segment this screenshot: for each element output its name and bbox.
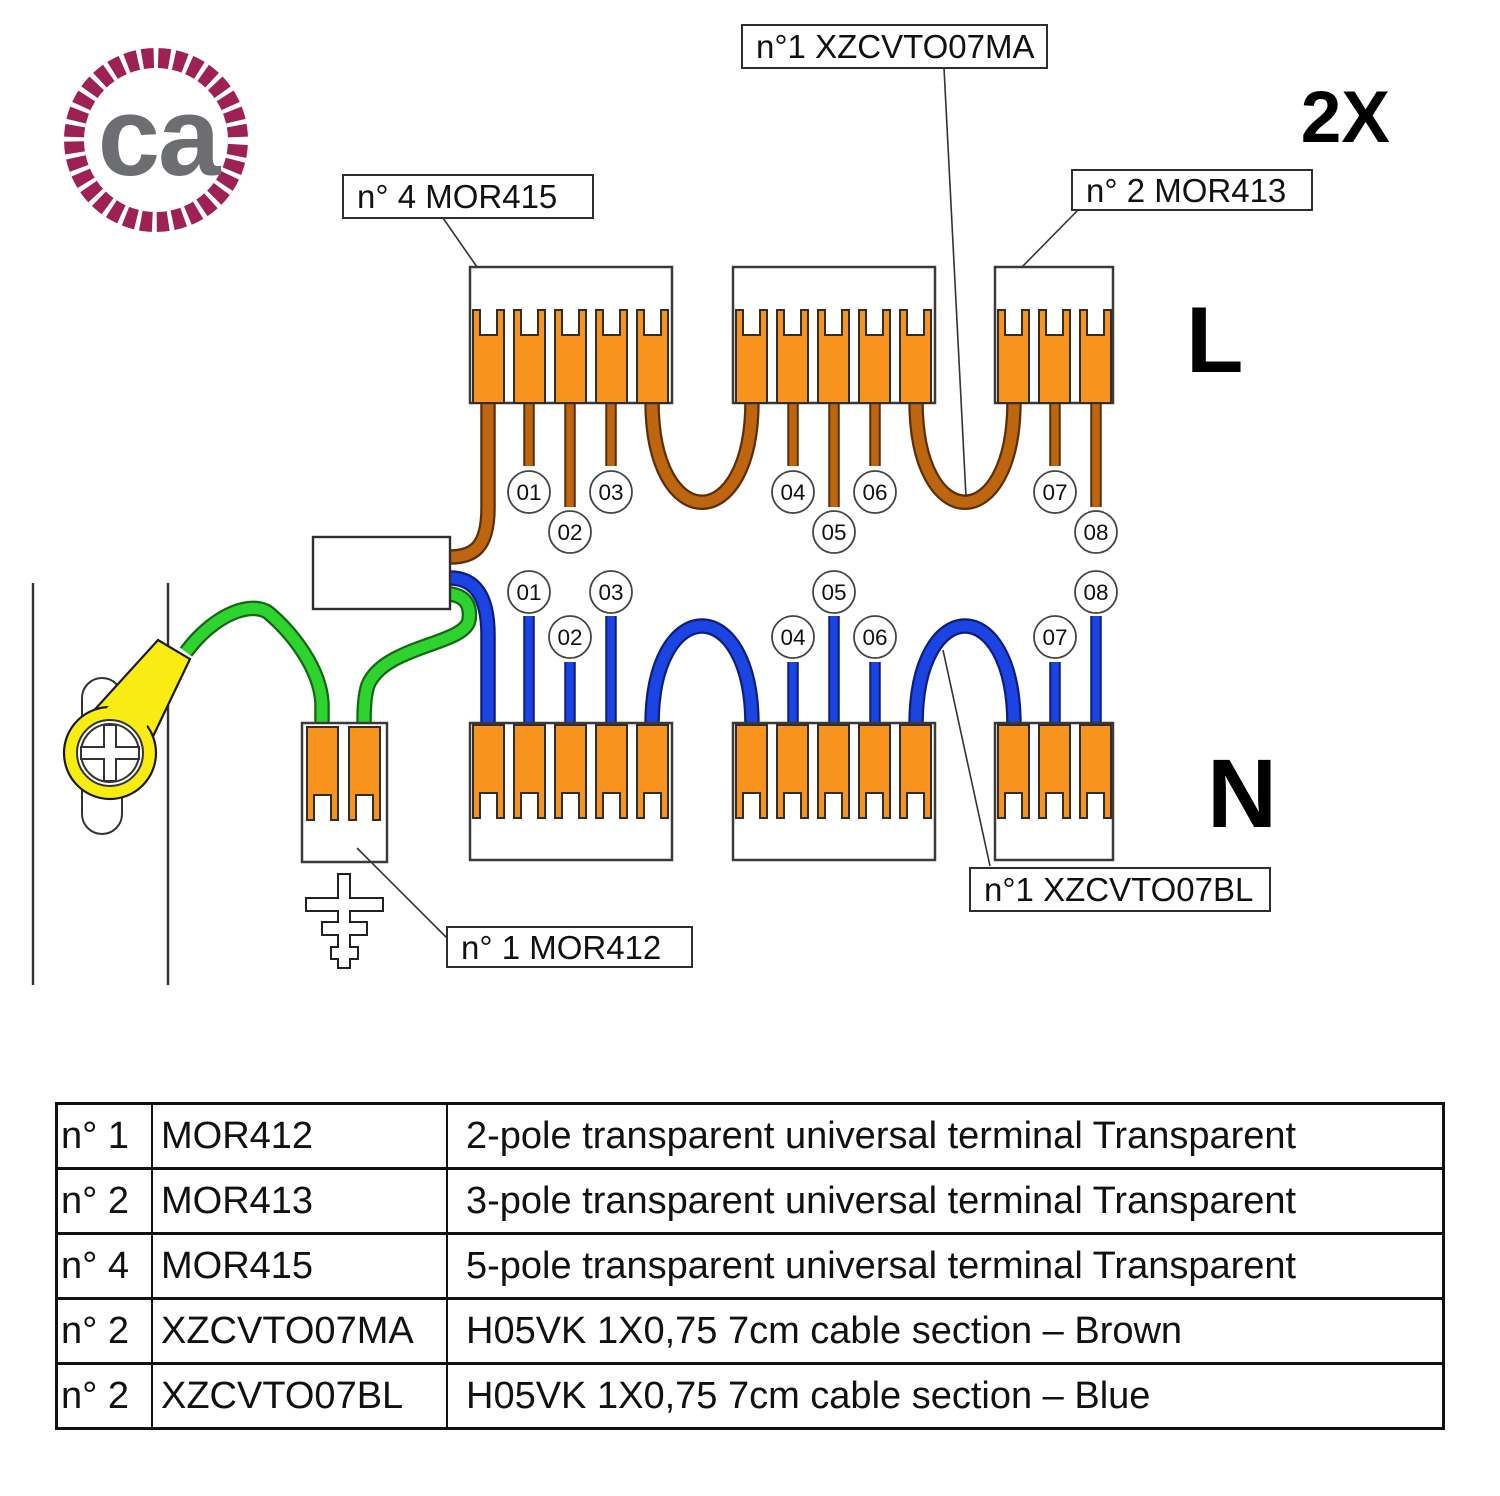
bom-description: 2-pole transparent universal terminal Tr… <box>446 1102 1445 1170</box>
bom-description: 5-pole transparent universal terminal Tr… <box>446 1232 1445 1300</box>
table-row: n° 2 XZCVTO07BL H05VK 1X0,75 7cm cable s… <box>55 1362 1445 1430</box>
table-row: n° 4 MOR415 5-pole transparent universal… <box>55 1232 1445 1300</box>
callout-mor412: n° 1 MOR412 <box>446 926 693 968</box>
wire-badge: 07 <box>1042 625 1067 650</box>
neutral-bus-label: N <box>1207 739 1277 848</box>
wiring-diagram: n° 4 MOR415 n°1 XZCVTO07MA n° 2 MOR413 n… <box>31 24 1391 985</box>
callout-xzcvto07bl: n°1 XZCVTO07BL <box>969 867 1271 912</box>
wire-badge: 04 <box>780 480 805 505</box>
terminal-2pole-earth <box>300 721 389 864</box>
earth-ring-terminal <box>62 638 192 835</box>
bom-qty: n° 2 <box>55 1362 153 1430</box>
wire-green-earth-from-terminal <box>186 608 322 725</box>
wire-badge: 08 <box>1083 520 1108 545</box>
callout-mor415: n° 4 MOR415 <box>342 174 594 219</box>
bom-code: MOR413 <box>151 1167 448 1235</box>
callout-xzcvto07ma-label: n°1 XZCVTO07MA <box>756 28 1035 65</box>
wire-badge: 08 <box>1083 580 1108 605</box>
logo-text: ca <box>98 74 221 199</box>
wire-blue-jumper-2 <box>916 626 1014 725</box>
terminal-3pole-live <box>993 265 1115 405</box>
live-bus-label: L <box>1186 287 1243 392</box>
wire-badge: 06 <box>862 480 887 505</box>
callout-mor413-label: n° 2 MOR413 <box>1086 172 1286 209</box>
wire-badges-neutral: 01 02 03 04 05 06 07 08 <box>507 570 1118 659</box>
table-row: n° 1 MOR412 2-pole transparent universal… <box>55 1102 1445 1170</box>
bom-qty: n° 2 <box>55 1297 153 1365</box>
wire-badge: 05 <box>821 580 846 605</box>
wire-badge: 01 <box>516 580 541 605</box>
terminal-5pole-neutral-1 <box>468 721 674 862</box>
bom-qty: n° 4 <box>55 1232 153 1300</box>
callout-mor412-label: n° 1 MOR412 <box>461 929 661 966</box>
bom-qty: n° 2 <box>55 1167 153 1235</box>
wire-badge: 03 <box>598 580 623 605</box>
wire-badge: 07 <box>1042 480 1067 505</box>
wire-brown-jumper-1 <box>652 401 752 502</box>
wire-badge: 02 <box>557 520 582 545</box>
wire-badge: 01 <box>516 480 541 505</box>
quantity-note: 2X <box>1301 77 1391 158</box>
bom-code: XZCVTO07MA <box>151 1297 448 1365</box>
callout-mor415-label: n° 4 MOR415 <box>357 178 557 215</box>
bom-table: n° 1 MOR412 2-pole transparent universal… <box>55 1102 1445 1430</box>
table-row: n° 2 MOR413 3-pole transparent universal… <box>55 1167 1445 1235</box>
wire-badges-live: 01 02 03 04 05 06 07 08 <box>507 470 1118 554</box>
wire-badge: 05 <box>821 520 846 545</box>
bom-code: XZCVTO07BL <box>151 1362 448 1430</box>
terminal-3pole-neutral <box>993 721 1115 862</box>
screw-cross-icon <box>80 724 140 782</box>
bom-code: MOR412 <box>151 1102 448 1170</box>
bom-description: 3-pole transparent universal terminal Tr… <box>446 1167 1445 1235</box>
bom-description: H05VK 1X0,75 7cm cable section – Blue <box>446 1362 1445 1430</box>
earth-symbol-icon <box>305 873 384 969</box>
terminal-5pole-neutral-2 <box>731 721 937 862</box>
wire-badge: 06 <box>862 625 887 650</box>
callout-leaders <box>356 67 1079 941</box>
cable-sheath-box <box>311 535 452 611</box>
callout-xzcvto07bl-label: n°1 XZCVTO07BL <box>984 871 1253 908</box>
table-row: n° 2 XZCVTO07MA H05VK 1X0,75 7cm cable s… <box>55 1297 1445 1365</box>
bom-qty: n° 1 <box>55 1102 153 1170</box>
bom-description: H05VK 1X0,75 7cm cable section – Brown <box>446 1297 1445 1365</box>
terminal-5pole-live-1 <box>468 265 674 405</box>
wire-badge: 02 <box>557 625 582 650</box>
bom-code: MOR415 <box>151 1232 448 1300</box>
wire-brown-feed <box>450 401 488 557</box>
brand-logo: ca <box>64 48 248 232</box>
callout-xzcvto07ma: n°1 XZCVTO07MA <box>741 24 1048 69</box>
wire-green-earth-from-cable <box>364 594 469 725</box>
wire-badge: 03 <box>598 480 623 505</box>
terminal-5pole-live-2 <box>731 265 937 405</box>
wire-blue-jumper-1 <box>652 626 752 725</box>
callout-mor413: n° 2 MOR413 <box>1071 169 1313 211</box>
wire-badge: 04 <box>780 625 805 650</box>
